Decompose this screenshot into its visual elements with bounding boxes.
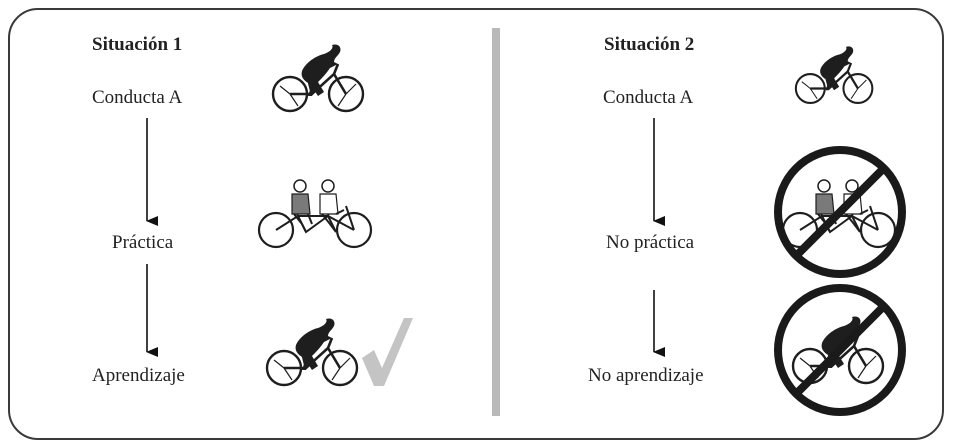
center-divider [492, 28, 500, 416]
situation-2-title: Situación 2 [604, 34, 695, 55]
prohibited-tandem-bicycle-icon [774, 146, 906, 278]
left-step-practica: Práctica [112, 232, 174, 253]
situation-1-title: Situación 1 [92, 34, 183, 55]
cyclist-icon [265, 317, 359, 387]
diagram-frame [8, 8, 944, 440]
right-step-no-aprendizaje: No aprendizaje [588, 365, 704, 386]
checkmark-icon [362, 318, 413, 386]
right-step-no-practica: No práctica [606, 232, 695, 253]
prohibited-cyclist-icon [774, 284, 906, 416]
cyclist-icon [794, 45, 874, 105]
cyclist-icon [271, 43, 365, 113]
diagram-graphics [146, 43, 906, 416]
left-step-conducta: Conducta A [92, 87, 183, 108]
left-step-aprendizaje: Aprendizaje [92, 365, 185, 386]
right-step-conducta: Conducta A [603, 87, 694, 108]
tandem-bicycle-icon [257, 178, 373, 249]
